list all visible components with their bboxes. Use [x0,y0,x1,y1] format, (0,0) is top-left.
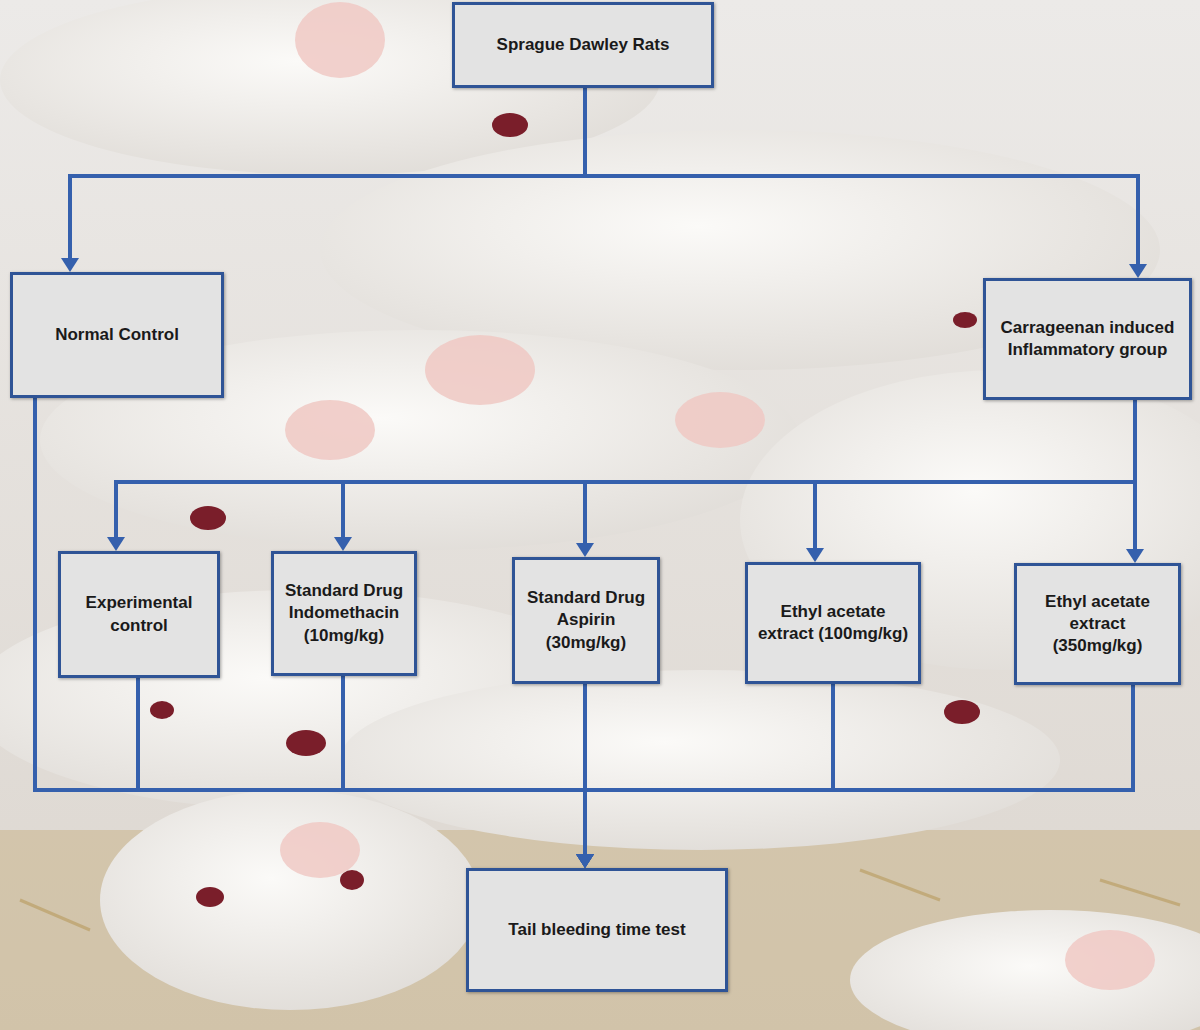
flow-connector [334,400,1135,551]
process-box: Standard Drug Indomethacin (10mg/kg) [271,551,417,676]
process-box: Tail bleeding time test [466,868,728,992]
flow-connector [343,676,594,868]
arrow-head [576,854,594,868]
connector-line [1133,400,1137,551]
box-label: Tail bleeding time test [508,919,685,941]
flow-connector [576,684,833,868]
process-box: Normal Control [10,272,224,398]
connector-line [585,400,1135,545]
box-label: Experimental control [69,592,209,636]
flow-connector [35,398,594,868]
flow-connector [1126,400,1144,563]
connector-line [70,88,585,260]
connector-line [343,400,1135,539]
arrow-head [576,854,594,868]
connector-line [585,685,1133,856]
arrow-head [806,548,824,562]
connector-line [343,676,585,856]
arrow-head [576,854,594,868]
connector-line [138,678,585,856]
process-box: Sprague Dawley Rats [452,2,714,88]
box-label: Standard Drug Aspirin (30mg/kg) [523,587,649,653]
box-label: Ethyl acetate extract (350mg/kg) [1025,591,1170,657]
process-box: Ethyl acetate extract (350mg/kg) [1014,563,1181,685]
connector-line [116,400,1135,539]
box-label: Normal Control [55,324,179,346]
flow-connector [138,678,594,868]
connector-line [585,684,833,856]
arrow-head [576,854,594,868]
process-box: Experimental control [58,551,220,678]
connector-line [815,400,1135,550]
box-label: Carrageenan induced Inflammatory group [994,317,1181,361]
arrow-head [1129,264,1147,278]
flow-connector [107,400,1135,551]
connector-line [35,398,585,856]
process-box: Carrageenan induced Inflammatory group [983,278,1192,400]
flow-connector [806,400,1135,562]
process-box: Ethyl acetate extract (100mg/kg) [745,562,921,684]
flow-connector [61,88,585,272]
arrow-head [1126,549,1144,563]
arrow-head [334,537,352,551]
flow-connector [576,685,1133,868]
box-label: Sprague Dawley Rats [497,34,670,56]
box-label: Ethyl acetate extract (100mg/kg) [756,601,910,645]
flow-connector [585,88,1147,278]
flow-connector [576,400,1135,557]
process-box: Standard Drug Aspirin (30mg/kg) [512,557,660,684]
arrow-head [576,543,594,557]
arrow-head [61,258,79,272]
connector-line [585,88,1138,266]
arrow-head [576,854,594,868]
arrow-head [107,537,125,551]
arrow-head [576,854,594,868]
box-label: Standard Drug Indomethacin (10mg/kg) [282,580,406,646]
